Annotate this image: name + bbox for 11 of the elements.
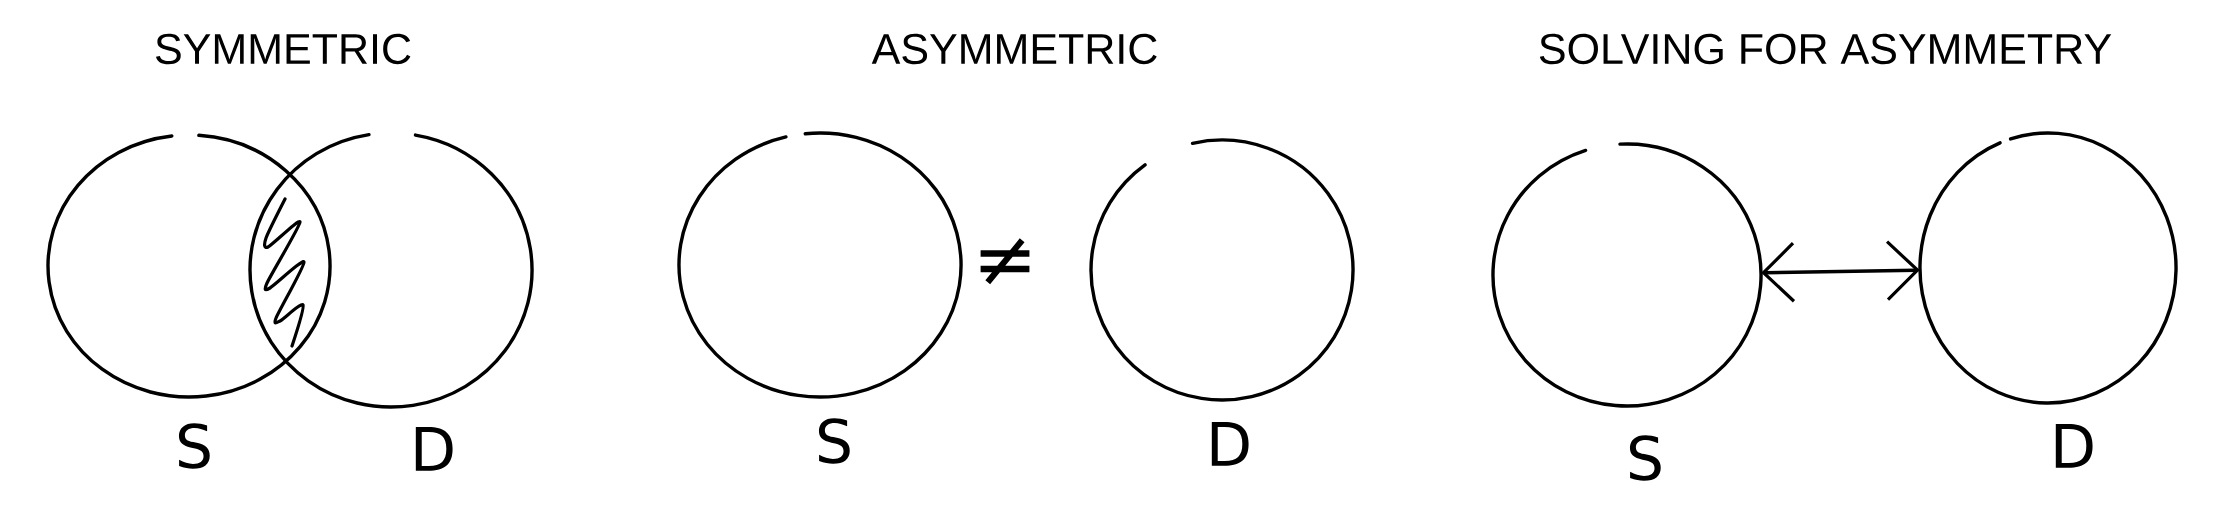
panel-heading: ASYMMETRIC <box>871 33 1157 65</box>
circle-label: D <box>1211 422 1249 466</box>
panel-heading: SYMMETRIC <box>156 33 411 65</box>
circle-label: S <box>178 423 210 469</box>
circle-label: S <box>818 418 850 464</box>
circle-label: D <box>2055 424 2093 468</box>
not-equal-sign: ≠ <box>980 238 1030 285</box>
panel-heading: SOLVING FOR ASYMMETRY <box>1539 33 2112 65</box>
circle-label: D <box>415 427 453 471</box>
arrow <box>1761 240 1920 303</box>
circle-label: S <box>1629 435 1661 481</box>
